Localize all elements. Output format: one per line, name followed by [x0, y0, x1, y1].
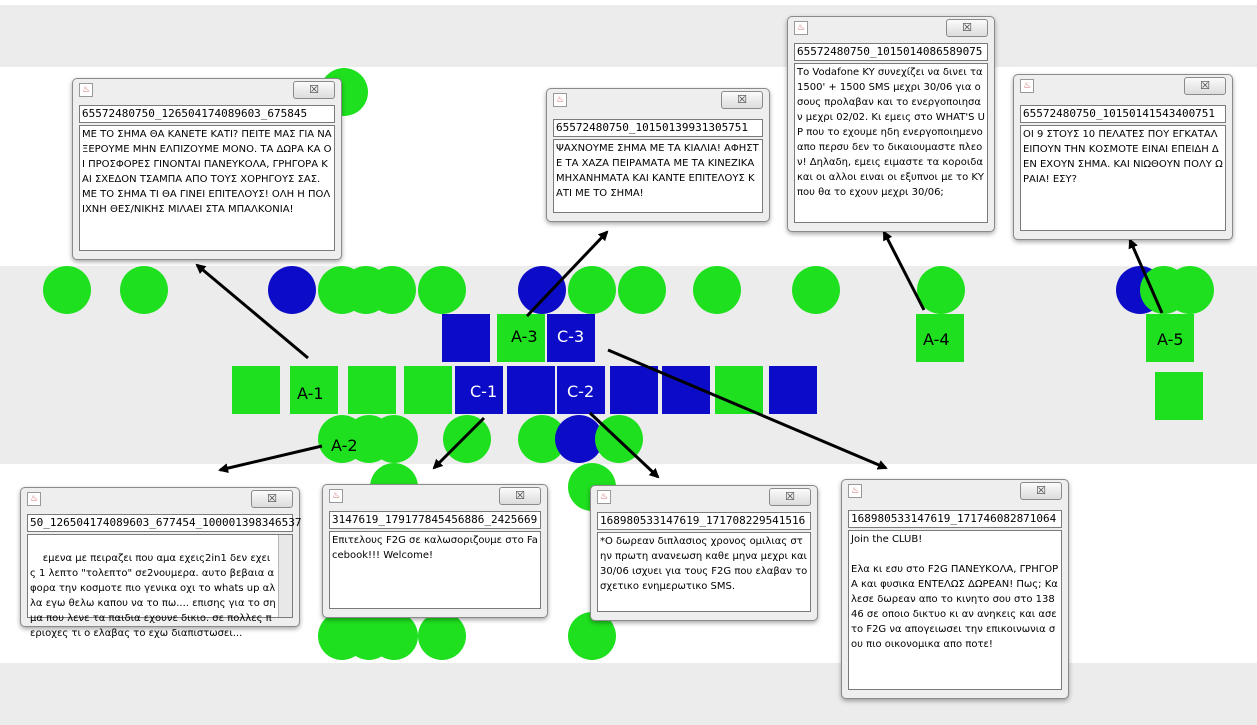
message-window[interactable]: ♨ ☒ 65572480750_10150141543400751 ΟΙ 9 Σ…: [1013, 74, 1233, 240]
node-square-c3[interactable]: [547, 314, 595, 362]
node-square-a3[interactable]: [497, 314, 545, 362]
node-circle[interactable]: [268, 266, 316, 314]
message-window[interactable]: ♨ ☒ 65572480750_10150139931305751 ΨΑΧΝΟΥ…: [546, 88, 770, 222]
message-window[interactable]: ♨ ☒ 65572480750_126504174089603_675845 Μ…: [72, 78, 342, 260]
node-square-c1[interactable]: [455, 366, 503, 414]
java-icon: ♨: [329, 489, 343, 503]
label-a5: A-5: [1157, 330, 1184, 349]
message-window[interactable]: ♨ ☒ 65572480750_1015014086589075 Το Voda…: [787, 16, 995, 232]
node-square-a4[interactable]: [916, 314, 964, 362]
post-id-field[interactable]: 168980533147619_171708229541516: [597, 512, 811, 530]
node-square[interactable]: [507, 366, 555, 414]
java-icon: ♨: [794, 21, 808, 35]
java-icon: ♨: [597, 490, 611, 504]
message-window[interactable]: ♨ ☒ 50_126504174089603_677454_1000013983…: [20, 487, 302, 639]
close-button[interactable]: ☒: [1020, 482, 1062, 500]
node-circle[interactable]: [518, 266, 566, 314]
java-icon: ♨: [553, 93, 567, 107]
arrow-c3: [607, 348, 888, 470]
node-circle[interactable]: [618, 266, 666, 314]
java-icon: ♨: [1020, 79, 1034, 93]
label-a1: A-1: [297, 384, 324, 403]
node-circle[interactable]: [1166, 266, 1214, 314]
label-a4: A-4: [923, 330, 950, 349]
label-c2: C-2: [567, 382, 595, 401]
node-circle[interactable]: [418, 612, 466, 660]
message-text-content: εμενα με πειραζει που αμα εχεις2in1 δεν …: [30, 553, 276, 639]
message-text[interactable]: Επιτελους F2G σε καλωσοριζουμε στο Faceb…: [329, 531, 541, 609]
label-c1: C-1: [470, 382, 498, 401]
window-titlebar[interactable]: ♨ ☒: [591, 486, 817, 508]
close-button[interactable]: ☒: [721, 91, 763, 109]
label-c3: C-3: [557, 327, 585, 346]
node-square[interactable]: [442, 314, 490, 362]
message-window[interactable]: ♨ ☒ 3147619_179177845456886_2425669 Επιτ…: [322, 484, 548, 618]
close-button[interactable]: ☒: [251, 490, 293, 508]
window-titlebar[interactable]: ♨ ☒: [21, 488, 299, 510]
arrow-a4: [882, 230, 926, 311]
node-square[interactable]: [348, 366, 396, 414]
post-id-field[interactable]: 65572480750_1015014086589075: [794, 43, 988, 61]
window-titlebar[interactable]: ♨ ☒: [73, 79, 341, 101]
node-circle[interactable]: [370, 612, 418, 660]
close-button[interactable]: ☒: [946, 19, 988, 37]
label-a3: A-3: [511, 327, 538, 346]
node-circle[interactable]: [792, 266, 840, 314]
arrow-a1: [195, 263, 309, 360]
vertical-scrollbar[interactable]: [278, 535, 292, 617]
window-titlebar[interactable]: ♨ ☒: [323, 485, 547, 507]
message-text[interactable]: ΟΙ 9 ΣΤΟΥΣ 10 ΠΕΛΑΤΕΣ ΠΟΥ ΕΓΚΑΤΑΛΕΙΠΟΥΝ …: [1020, 125, 1226, 231]
post-id-field[interactable]: 65572480750_10150139931305751: [553, 119, 763, 137]
close-button[interactable]: ☒: [293, 81, 335, 99]
post-id-field[interactable]: 50_126504174089603_677454_10000139834653…: [27, 514, 302, 532]
arrow-a2: [218, 444, 323, 474]
arrow-a5: [1128, 238, 1164, 314]
node-circle[interactable]: [120, 266, 168, 314]
message-text[interactable]: Join the CLUB! Ελα κι εσυ στο F2G ΠΑΝΕΥΚ…: [848, 530, 1062, 690]
node-square-c2[interactable]: [557, 366, 605, 414]
node-square[interactable]: [1155, 372, 1203, 420]
window-titlebar[interactable]: ♨ ☒: [842, 480, 1068, 502]
post-id-field[interactable]: 65572480750_126504174089603_675845: [79, 105, 335, 123]
node-square-a5[interactable]: [1146, 314, 1194, 362]
node-square[interactable]: [404, 366, 452, 414]
label-a2: A-2: [331, 436, 358, 455]
node-circle[interactable]: [418, 266, 466, 314]
java-icon: ♨: [848, 484, 862, 498]
node-square[interactable]: [769, 366, 817, 414]
message-text[interactable]: ΨΑΧΝΟΥΜΕ ΣΗΜΑ ΜΕ ΤΑ ΚΙΑΛΙΑ! ΑΦΗΣΤΕ ΤΑ ΧΑ…: [553, 139, 763, 213]
close-button[interactable]: ☒: [499, 487, 541, 505]
window-titlebar[interactable]: ♨ ☒: [1014, 75, 1232, 97]
close-button[interactable]: ☒: [1184, 77, 1226, 95]
message-text[interactable]: εμενα με πειραζει που αμα εχεις2in1 δεν …: [27, 534, 293, 639]
post-id-field[interactable]: 3147619_179177845456886_2425669: [329, 511, 541, 529]
node-square[interactable]: [232, 366, 280, 414]
message-window[interactable]: ♨ ☒ 168980533147619_171708229541516 *Ο δ…: [590, 485, 818, 621]
close-button[interactable]: ☒: [769, 488, 811, 506]
post-id-field[interactable]: 65572480750_10150141543400751: [1020, 105, 1226, 123]
node-circle[interactable]: [443, 415, 491, 463]
node-circle[interactable]: [568, 266, 616, 314]
node-square-a1[interactable]: [290, 366, 338, 414]
arrow-c2: [588, 411, 660, 479]
window-titlebar[interactable]: ♨ ☒: [547, 89, 769, 111]
node-square[interactable]: [610, 366, 658, 414]
node-circle[interactable]: [370, 415, 418, 463]
node-circle[interactable]: [693, 266, 741, 314]
window-titlebar[interactable]: ♨ ☒: [788, 17, 994, 39]
message-window[interactable]: ♨ ☒ 168980533147619_171746082871064 Join…: [841, 479, 1069, 699]
message-text[interactable]: *Ο δωρεαν διπλασιος χρονος ομιλιας στην …: [597, 532, 811, 612]
post-id-field[interactable]: 168980533147619_171746082871064: [848, 510, 1062, 528]
arrow-c1: [432, 416, 486, 470]
java-icon: ♨: [79, 83, 93, 97]
message-text[interactable]: ΜΕ ΤΟ ΣΗΜΑ ΘΑ ΚΑΝΕΤΕ ΚΑΤΙ? ΠΕΙΤΕ ΜΑΣ ΓΙΑ…: [79, 125, 335, 251]
node-circle[interactable]: [368, 266, 416, 314]
java-icon: ♨: [27, 492, 41, 506]
node-circle[interactable]: [917, 266, 965, 314]
message-text[interactable]: Το Vodafone KY συνεχίζει να δινει τα 150…: [794, 63, 988, 223]
top-band: [0, 5, 1257, 67]
arrow-a3: [525, 230, 609, 318]
node-circle[interactable]: [43, 266, 91, 314]
